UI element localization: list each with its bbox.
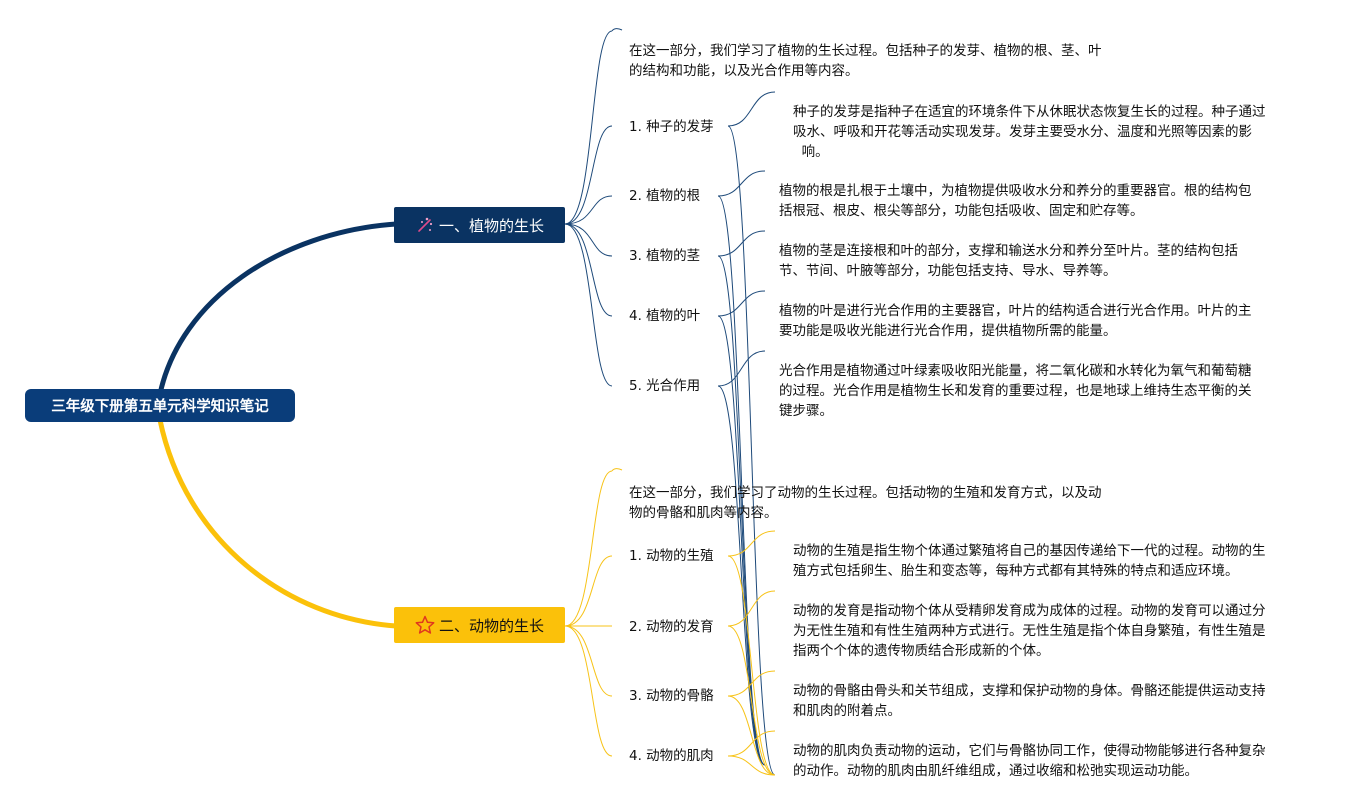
plant-item-root[interactable]: 2. 植物的根 <box>629 188 701 204</box>
link-root-animal <box>157 419 397 629</box>
link-plant-desc-top-3 <box>717 290 766 317</box>
root-title: 三年级下册第五单元科学知识笔记 <box>51 399 269 415</box>
star-icon <box>415 615 435 635</box>
plant-desc-root: 植物的根是扎根于土壤中，为植物提供吸收水分和养分的重要器官。根的结构包括根冠、根… <box>779 183 1252 219</box>
link-animal-4 <box>564 625 613 757</box>
link-animal-0 <box>564 470 613 627</box>
link-plant-desc-bottom-0 <box>727 125 776 776</box>
link-animal-desc-top-1 <box>727 590 776 627</box>
link-plant-2 <box>564 195 613 225</box>
link-plant-desc-top-0 <box>727 91 776 127</box>
animal-desc-development: 动物的发育是指动物个体从受精卵发育成为成体的过程。动物的发育可以通过分为无性生殖… <box>793 603 1266 659</box>
link-plant-desc-top-2 <box>717 230 766 257</box>
branch-animal-title: 二、动物的生长 <box>438 616 544 635</box>
animal-desc-muscle: 动物的肌肉负责动物的运动，它们与骨骼协同工作，使得动物能够进行各种复杂的动作。动… <box>793 743 1266 779</box>
link-plant-desc-bottom-1 <box>717 195 766 766</box>
animal-item-muscle[interactable]: 4. 动物的肌肉 <box>629 748 714 764</box>
plant-item-seed-germination[interactable]: 1. 种子的发芽 <box>629 119 714 135</box>
plant-desc-leaf: 植物的叶是进行光合作用的主要器官，叶片的结构适合进行光合作用。叶片的主要功能是吸… <box>779 303 1252 339</box>
link-animal-3 <box>564 625 613 697</box>
animal-item-development[interactable]: 2. 动物的发育 <box>629 619 714 635</box>
branch-plant-title: 一、植物的生长 <box>438 216 544 235</box>
link-root-plant <box>157 221 397 395</box>
link-plant-4 <box>564 223 613 317</box>
link-plant-desc-top-1 <box>717 170 766 197</box>
animal-item-reproduction[interactable]: 1. 动物的生殖 <box>629 548 714 564</box>
link-plant-desc-bottom-2 <box>717 255 766 766</box>
link-animal-desc-top-2 <box>727 670 776 697</box>
link-animal-desc-top-3 <box>727 730 776 757</box>
plant-desc-seed-germination: 种子的发芽是指种子在适宜的环境条件下从休眠状态恢复生长的过程。种子通过吸水、呼吸… <box>793 104 1266 160</box>
link-plant-1 <box>564 125 613 225</box>
root-node[interactable]: 三年级下册第五单元科学知识笔记 <box>25 389 295 422</box>
link-plant-3 <box>564 223 613 257</box>
link-plant-desc-bottom-3 <box>717 315 766 766</box>
link-animal-desc-bottom-0 <box>727 555 776 776</box>
link-plant-desc-top-4 <box>717 350 766 387</box>
animal-intro: 在这一部分，我们学习了动物的生长过程。包括动物的生殖和发育方式，以及动物的骨骼和… <box>629 485 1102 521</box>
sparkle-icon <box>415 215 435 235</box>
link-plant-5 <box>564 223 613 387</box>
link-plant-desc-bottom-4 <box>717 385 766 766</box>
plant-intro: 在这一部分，我们学习了植物的生长过程。包括种子的发芽、植物的根、茎、叶的结构和功… <box>629 43 1102 79</box>
link-animal-1 <box>564 555 613 627</box>
branch-plant-growth[interactable]: 一、植物的生长 <box>394 207 565 243</box>
plant-item-stem[interactable]: 3. 植物的茎 <box>629 248 701 264</box>
animal-item-skeleton[interactable]: 3. 动物的骨骼 <box>629 688 714 704</box>
animal-desc-reproduction: 动物的生殖是指生物个体通过繁殖将自己的基因传递给下一代的过程。动物的生殖方式包括… <box>793 543 1266 579</box>
plant-desc-photosynthesis: 光合作用是植物通过叶绿素吸收阳光能量，将二氧化碳和水转化为氧气和葡萄糖的过程。光… <box>779 363 1252 419</box>
link-animal-intro-tip <box>611 468 623 472</box>
link-plant-intro-tip <box>611 28 623 32</box>
link-animal-desc-top-0 <box>727 530 776 557</box>
link-animal-desc-bottom-2 <box>727 695 776 776</box>
plant-item-leaf[interactable]: 4. 植物的叶 <box>629 308 701 324</box>
branch-animal-growth[interactable]: 二、动物的生长 <box>394 607 565 643</box>
link-animal-desc-bottom-1 <box>727 625 776 776</box>
plant-desc-stem: 植物的茎是连接根和叶的部分，支撑和输送水分和养分至叶片。茎的结构包括节、节间、叶… <box>779 243 1238 279</box>
plant-item-photosynthesis[interactable]: 5. 光合作用 <box>629 378 701 394</box>
animal-desc-skeleton: 动物的骨骼由骨头和关节组成，支撑和保护动物的身体。骨骼还能提供运动支持和肌肉的附… <box>793 683 1266 719</box>
link-plant-0 <box>564 30 613 225</box>
link-animal-desc-bottom-3 <box>727 755 776 776</box>
